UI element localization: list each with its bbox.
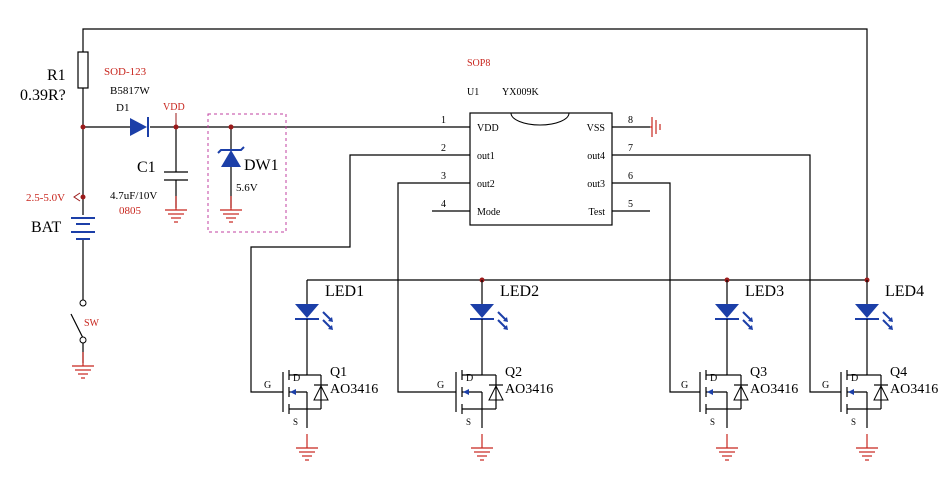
- source-pin-label: S: [851, 417, 856, 427]
- ic-pin-number: 1: [441, 115, 446, 126]
- mosfet-part: AO3416: [330, 382, 378, 397]
- c1-value: 4.7uF/10V: [110, 190, 157, 202]
- battery-voltage: 2.5-5.0V: [26, 192, 65, 204]
- ic-pin-number: 6: [628, 171, 633, 182]
- mosfet-q1-ground-symbol: [296, 434, 318, 461]
- r1-ref: R1: [47, 67, 66, 84]
- gate-pin-label: G: [264, 380, 271, 391]
- mosfet-q2-ground-symbol: [471, 434, 493, 461]
- ic-pin-number: 3: [441, 171, 446, 182]
- ic-pin-name: out3: [587, 179, 605, 190]
- gate-pin-label: G: [681, 380, 688, 391]
- vss-ground-symbol: [650, 117, 661, 137]
- vdd-net-label: VDD: [163, 102, 185, 113]
- led-group: LED1 LED2 LED3 LED4: [295, 280, 924, 362]
- resistor-r1: R1 0.39R?: [20, 51, 89, 104]
- ground-group: [72, 196, 878, 461]
- led-label: LED3: [745, 283, 784, 300]
- d1-part: B5817W: [110, 85, 150, 97]
- dw1-ground-symbol: [220, 196, 242, 223]
- mosfet-ref: Q3: [750, 365, 767, 380]
- led-label: LED2: [500, 283, 539, 300]
- ic-pin-number: 5: [628, 199, 633, 210]
- mosfet-ref: Q2: [505, 365, 522, 380]
- led-4: LED4: [855, 280, 924, 362]
- switch-sw: SW: [70, 299, 100, 363]
- d1-ref: D1: [116, 102, 129, 114]
- dw1-value: 5.6V: [236, 182, 258, 194]
- drain-pin-label: D: [851, 373, 858, 384]
- drain-pin-label: D: [710, 373, 717, 384]
- ic-pin-name: out1: [477, 151, 495, 162]
- d1-package: SOD-123: [104, 66, 147, 78]
- c1-ref: C1: [137, 159, 156, 176]
- led-3: LED3: [715, 280, 784, 362]
- source-pin-label: S: [710, 417, 715, 427]
- ic-pin-number: 4: [441, 199, 446, 210]
- c1-package: 0805: [119, 205, 142, 217]
- ic-ref: U1: [467, 87, 479, 98]
- led-label: LED1: [325, 283, 364, 300]
- zener-dw1: DW1 5.6V: [207, 113, 287, 233]
- led-label: LED4: [885, 283, 924, 300]
- switch-label: SW: [84, 318, 100, 329]
- switch-ground-symbol: [72, 352, 94, 379]
- ic-pin-name: VDD: [477, 123, 499, 134]
- ic-pin-name: out2: [477, 179, 495, 190]
- source-pin-label: S: [466, 417, 471, 427]
- mosfet-part: AO3416: [750, 382, 798, 397]
- source-pin-label: S: [293, 417, 298, 427]
- capacitor-c1: C1 4.7uF/10V 0805: [110, 159, 188, 217]
- ic-pin-number: 7: [628, 143, 633, 154]
- mosfet-ref: Q1: [330, 365, 347, 380]
- r1-value: 0.39R?: [20, 87, 66, 104]
- mosfet-q3-ground-symbol: [716, 434, 738, 461]
- ic-pin-number: 8: [628, 115, 633, 126]
- ic-pin-number: 2: [441, 143, 446, 154]
- ic-pin-name: VSS: [587, 123, 605, 134]
- gate-pin-label: G: [822, 380, 829, 391]
- ic-package: SOP8: [467, 58, 490, 69]
- gate-pin-label: G: [437, 380, 444, 391]
- mosfet-q4-ground-symbol: [856, 434, 878, 461]
- mosfet-ref: Q4: [890, 365, 907, 380]
- led-1: LED1: [295, 280, 364, 362]
- mosfet-part: AO3416: [505, 382, 553, 397]
- dw1-ref: DW1: [244, 157, 279, 174]
- ic-pin-name: Mode: [477, 207, 501, 218]
- drain-pin-label: D: [293, 373, 300, 384]
- battery-label: BAT: [31, 219, 61, 236]
- ic-pin-name: out4: [587, 151, 605, 162]
- mosfet-part: AO3416: [890, 382, 938, 397]
- ic-pin-name: Test: [588, 207, 605, 218]
- drain-pin-label: D: [466, 373, 473, 384]
- c1-ground-symbol: [165, 196, 187, 223]
- battery-bat: BAT 2.5-5.0V: [26, 192, 95, 240]
- ic-part: YX009K: [502, 87, 539, 98]
- diode-d1: SOD-123 B5817W D1: [104, 66, 150, 137]
- led-2: LED2: [470, 280, 539, 362]
- wiring: [82, 28, 868, 393]
